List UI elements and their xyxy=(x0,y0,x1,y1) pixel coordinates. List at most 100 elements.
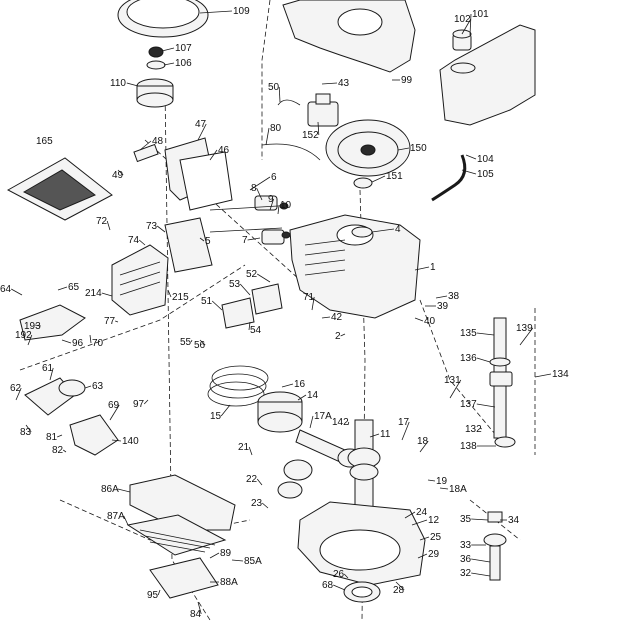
leader-line xyxy=(126,82,139,87)
callout-24: 24 xyxy=(404,507,428,519)
callout-label: 43 xyxy=(338,78,350,89)
callout-35: 35 xyxy=(460,514,489,525)
callout-74: 74 xyxy=(128,235,146,246)
callout-55: 55 xyxy=(180,337,193,348)
callout-label: 52 xyxy=(246,269,258,280)
callout-54: 54 xyxy=(248,321,262,336)
valve-springs xyxy=(209,195,291,245)
leader-line xyxy=(297,394,307,401)
callout-134: 134 xyxy=(534,369,569,380)
leader-line xyxy=(15,387,22,401)
leader-line xyxy=(231,559,244,562)
leader-line xyxy=(479,427,482,430)
callout-5: 5 xyxy=(199,236,211,247)
leader-line xyxy=(256,478,263,486)
callout-label: 105 xyxy=(477,169,494,180)
callout-49: 49 xyxy=(112,169,124,181)
callout-4: 4 xyxy=(371,224,401,235)
callout-label: 11 xyxy=(380,429,391,440)
callout-70: 70 xyxy=(89,334,104,349)
air-cleaner-ring xyxy=(117,0,209,38)
callout-101: 101 xyxy=(469,9,489,36)
callout-label: 110 xyxy=(110,78,126,89)
callout-15: 15 xyxy=(210,404,231,422)
air-filter-base xyxy=(149,557,219,599)
callout-105: 105 xyxy=(461,169,494,180)
callout-label: 32 xyxy=(460,568,472,579)
callout-label: 53 xyxy=(229,279,241,290)
leader-line xyxy=(419,440,429,453)
washer-106 xyxy=(146,60,166,70)
intake-gaskets xyxy=(221,283,283,329)
callout-72: 72 xyxy=(96,216,111,231)
callout-77: 77 xyxy=(104,316,119,327)
callout-label: 50 xyxy=(268,82,280,93)
leader-line xyxy=(471,572,491,577)
leader-line xyxy=(277,204,280,215)
callout-12: 12 xyxy=(411,515,440,526)
callout-135: 135 xyxy=(460,328,495,339)
callout-23: 23 xyxy=(251,498,269,509)
callout-80: 80 xyxy=(265,123,282,146)
callout-label: 12 xyxy=(428,515,440,526)
leader-line xyxy=(471,518,489,521)
callout-label: 77 xyxy=(104,316,116,327)
callout-label: 136 xyxy=(460,353,477,364)
callout-label: 38 xyxy=(448,291,460,302)
leader-line xyxy=(340,333,346,337)
callout-label: 97 xyxy=(133,399,145,410)
callout-label: 86A xyxy=(101,484,119,495)
leader-line xyxy=(519,327,534,346)
callout-106: 106 xyxy=(163,58,192,69)
callout-label: 106 xyxy=(175,58,192,69)
callout-64: 64 xyxy=(0,284,23,296)
callout-192: 192 xyxy=(15,330,33,346)
callout-label: 9 xyxy=(268,194,274,205)
callout-label: 135 xyxy=(460,328,477,339)
callout-label: 132 xyxy=(465,424,482,435)
callout-label: 101 xyxy=(472,9,489,20)
callout-label: 63 xyxy=(92,381,104,392)
callout-label: 89 xyxy=(220,548,232,559)
callout-48: 48 xyxy=(139,136,164,151)
callout-102: 102 xyxy=(454,14,472,35)
callout-131: 131 xyxy=(444,375,462,399)
callout-53: 53 xyxy=(229,279,251,296)
callout-label: 139 xyxy=(516,323,533,334)
leader-line xyxy=(190,339,193,343)
callout-214: 214 xyxy=(85,288,113,299)
leader-line xyxy=(115,320,119,323)
leader-line xyxy=(199,237,205,242)
leader-line xyxy=(199,339,206,346)
leader-line xyxy=(534,373,552,378)
callout-46: 46 xyxy=(209,145,230,161)
callout-label: 215 xyxy=(172,292,189,303)
callout-label: 165 xyxy=(36,136,53,147)
callout-193: 193 xyxy=(24,321,41,332)
callout-label: 95 xyxy=(147,590,159,601)
breather-cover xyxy=(164,217,213,273)
spark-plug xyxy=(133,143,159,163)
callout-151: 151 xyxy=(371,171,403,183)
callout-73: 73 xyxy=(146,221,166,233)
callout-96: 96 xyxy=(61,338,84,349)
callout-label: 70 xyxy=(92,338,104,349)
callout-label: 54 xyxy=(250,325,262,336)
leader-line xyxy=(414,317,424,322)
callout-label: 10 xyxy=(280,200,292,211)
callout-label: 25 xyxy=(430,532,442,543)
leader-line xyxy=(256,187,263,201)
callout-label: 81 xyxy=(46,432,58,443)
leader-line xyxy=(311,296,315,311)
callout-63: 63 xyxy=(84,381,104,392)
leader-line xyxy=(404,511,416,519)
callout-label: 96 xyxy=(72,338,84,349)
leader-line xyxy=(163,62,175,66)
callout-88a: 88A xyxy=(210,577,238,588)
leader-line xyxy=(476,357,491,363)
callout-label: 151 xyxy=(386,171,403,182)
callout-17a: 17A xyxy=(309,411,332,429)
callout-61: 61 xyxy=(42,363,54,381)
leader-line xyxy=(369,433,380,438)
callout-42: 42 xyxy=(321,312,343,323)
